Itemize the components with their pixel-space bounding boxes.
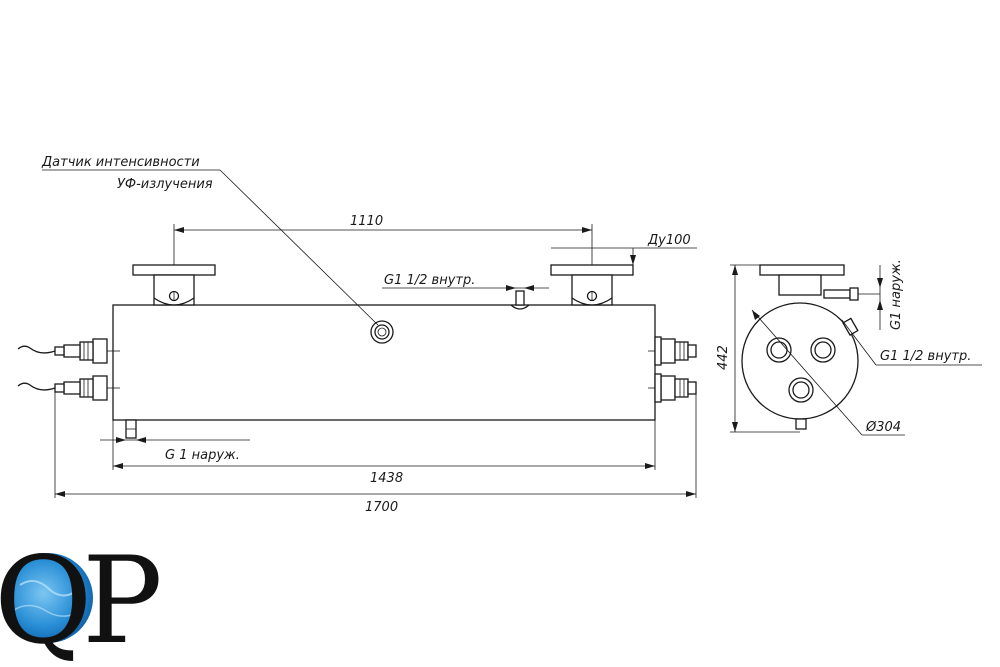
- bottom-drain: [125, 419, 137, 439]
- logo-water-circle: [3, 553, 93, 643]
- g-half-top-label: G1 1/2 внутр.: [384, 273, 475, 288]
- dim-1110-label: 1110: [350, 214, 383, 229]
- g-half-right-callout: G1 1/2 внутр.: [841, 319, 982, 366]
- diameter-callout: Ø304: [751, 309, 905, 436]
- dimension-1438: 1438: [112, 420, 656, 486]
- left-connector-lower: [17, 375, 120, 401]
- dim-1700-label: 1700: [365, 500, 398, 515]
- g-outer-right-label: G1 наруж.: [889, 259, 904, 330]
- end-view: 442 Ø304 G1 1/2 внутр. G1 наруж.: [716, 259, 982, 436]
- dim-1438-label: 1438: [370, 471, 403, 486]
- sensor-label-line1: Датчик интенсивности: [41, 155, 200, 170]
- right-connector-lower: [648, 373, 697, 403]
- right-connector-upper: [648, 336, 697, 366]
- lamp-1: [766, 337, 792, 363]
- uv-sensor: [370, 320, 394, 344]
- lamp-3: [788, 377, 814, 403]
- g-outer-bottom-label: G 1 наруж.: [165, 448, 240, 463]
- sensor-label-line2: УФ-излучения: [117, 177, 213, 192]
- lamp-2: [810, 337, 836, 363]
- g-outer-bottom-callout: G 1 наруж.: [100, 437, 250, 463]
- g-outer-right-callout: G1 наруж.: [858, 259, 904, 330]
- dimension-1110: 1110: [173, 214, 593, 265]
- g-half-right-label: G1 1/2 внутр.: [880, 349, 971, 364]
- end-right-port: [842, 317, 859, 336]
- qp-logo: Q P: [0, 532, 163, 667]
- side-view: 1110 Ду100 G1 1/2 внутр. Датчик интенсив…: [17, 155, 697, 515]
- sensor-callout: Датчик интенсивности УФ-излучения: [41, 155, 379, 326]
- end-flange: [759, 264, 845, 276]
- logo-letter-q: Q: [0, 532, 92, 667]
- right-flange: [550, 264, 634, 306]
- end-drain: [795, 418, 807, 430]
- logo-letter-p: P: [82, 532, 163, 667]
- dimension-1700: 1700: [54, 392, 697, 515]
- dimension-442: 442: [716, 264, 800, 433]
- top-port: [510, 290, 530, 310]
- left-connector-upper: [17, 338, 120, 364]
- dn100-label: Ду100: [647, 233, 691, 248]
- end-side-fitting: [823, 287, 859, 301]
- g-half-top-callout: G1 1/2 внутр.: [382, 273, 549, 291]
- diameter-label: Ø304: [865, 420, 901, 435]
- left-flange: [132, 264, 216, 306]
- dim-442-label: 442: [716, 345, 731, 370]
- dn100-callout: Ду100: [551, 233, 697, 265]
- end-nozzle: [778, 274, 822, 296]
